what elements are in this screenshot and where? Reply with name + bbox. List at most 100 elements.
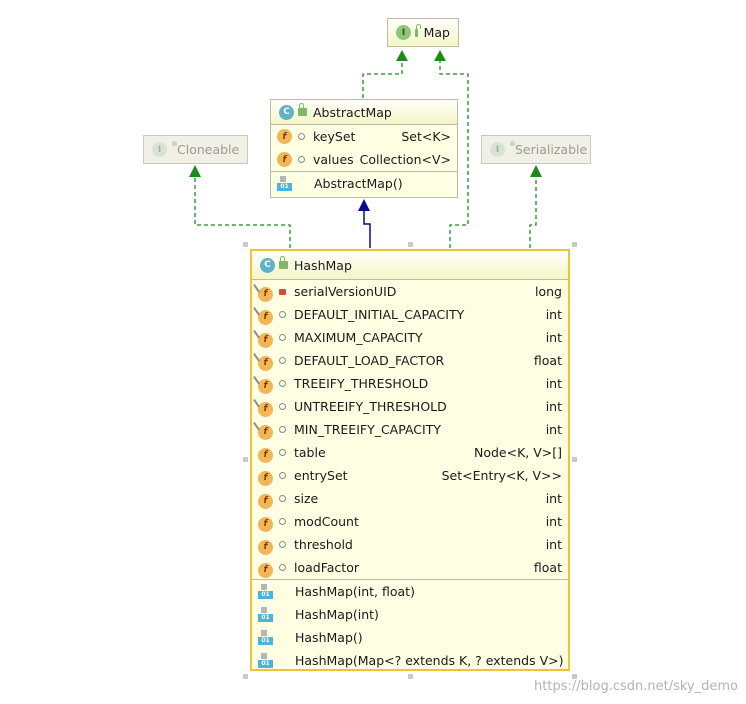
field-row[interactable]: f values Collection<V>: [271, 148, 457, 171]
package-visibility-icon: [279, 472, 286, 479]
field-type: int: [545, 514, 562, 529]
cloneable-interface-node[interactable]: I Cloneable: [143, 135, 248, 164]
package-visibility-icon: [279, 449, 286, 456]
resize-handle[interactable]: [243, 242, 248, 247]
constructor-signature: AbstractMap(): [314, 176, 403, 191]
package-visibility-icon: [298, 133, 305, 140]
field-row[interactable]: f size int: [252, 487, 568, 510]
field-icon: f: [258, 468, 273, 486]
field-name: modCount: [294, 514, 359, 529]
resize-handle[interactable]: [572, 457, 577, 462]
constructor-signature: HashMap(Map<? extends K, ? extends V>): [295, 653, 564, 668]
private-visibility-icon: [279, 288, 286, 295]
field-row[interactable]: f threshold int: [252, 533, 568, 556]
package-visibility-icon: [279, 564, 286, 571]
abstractmap-map-arrow: [396, 50, 408, 61]
constructor-icon: 01: [258, 584, 273, 599]
field-name: entrySet: [294, 468, 348, 483]
field-row[interactable]: f DEFAULT_INITIAL_CAPACITY int: [252, 303, 568, 326]
field-icon: f: [253, 280, 273, 302]
constructor-row[interactable]: 01 AbstractMap(): [271, 172, 457, 195]
node-title: AbstractMap: [313, 104, 392, 120]
resize-handle[interactable]: [243, 674, 248, 679]
package-visibility-icon: [279, 403, 286, 410]
field-list: f keySet Set<K> f values Collection<V>: [271, 125, 457, 171]
field-icon: f: [253, 349, 273, 371]
field-icon: f: [258, 491, 273, 509]
package-visibility-icon: [279, 380, 286, 387]
field-type: float: [533, 353, 562, 368]
resize-handle[interactable]: [243, 457, 248, 462]
interface-icon: I: [490, 142, 505, 157]
node-title: Cloneable: [177, 142, 240, 157]
constructor-row[interactable]: 01 HashMap(int, float): [252, 580, 568, 603]
resize-handle[interactable]: [572, 242, 577, 247]
resize-handle[interactable]: [572, 674, 577, 679]
constructor-row[interactable]: 01 HashMap(int): [252, 603, 568, 626]
constructor-row[interactable]: 01 HashMap(Map<? extends K, ? extends V>): [252, 649, 568, 672]
field-name: threshold: [294, 537, 353, 552]
map-interface-node[interactable]: I Map: [387, 18, 459, 47]
field-icon: f: [253, 372, 273, 394]
lock-icon: [415, 23, 421, 37]
field-icon: f: [253, 303, 273, 325]
field-type: int: [545, 491, 562, 506]
hashmap-serializable-arrow: [530, 165, 542, 177]
package-visibility-icon: [279, 541, 286, 548]
field-row[interactable]: f UNTREEIFY_THRESHOLD int: [252, 395, 568, 418]
field-icon: f: [258, 537, 273, 555]
package-visibility-icon: [298, 156, 305, 163]
resize-handle[interactable]: [408, 674, 413, 679]
constructor-icon: 01: [258, 607, 273, 622]
constructor-signature: HashMap(int): [295, 607, 379, 622]
field-icon: f: [277, 129, 292, 144]
abstract-class-icon: C: [279, 104, 294, 120]
field-name: UNTREEIFY_THRESHOLD: [294, 399, 447, 414]
interface-icon: I: [396, 25, 411, 40]
field-type: int: [545, 399, 562, 414]
field-row[interactable]: f serialVersionUID long: [252, 280, 568, 303]
field-type: long: [535, 284, 562, 299]
package-visibility-icon: [279, 426, 286, 433]
interface-icon: I: [152, 142, 167, 157]
field-row[interactable]: f keySet Set<K>: [271, 125, 457, 148]
field-icon: f: [253, 418, 273, 440]
field-name: keySet: [313, 129, 356, 144]
field-type: float: [533, 560, 562, 575]
field-type: Collection<V>: [359, 152, 451, 167]
field-name: DEFAULT_INITIAL_CAPACITY: [294, 307, 465, 322]
field-name: serialVersionUID: [294, 284, 397, 299]
field-row[interactable]: f DEFAULT_LOAD_FACTOR float: [252, 349, 568, 372]
watermark: https://blog.csdn.net/sky_demo: [534, 679, 738, 694]
resize-handle[interactable]: [408, 242, 413, 247]
constructor-signature: HashMap(int, float): [295, 584, 415, 599]
field-type: int: [545, 422, 562, 437]
field-type: int: [545, 537, 562, 552]
field-name: DEFAULT_LOAD_FACTOR: [294, 353, 445, 368]
constructor-icon: 01: [258, 653, 273, 668]
field-icon: f: [277, 152, 292, 167]
field-name: size: [294, 491, 319, 506]
abstractmap-class-node[interactable]: C AbstractMap f keySet Set<K> f values C…: [270, 99, 458, 198]
package-visibility-icon: [279, 357, 286, 364]
package-visibility-icon: [279, 518, 286, 525]
serializable-interface-node[interactable]: I Serializable: [481, 135, 591, 164]
field-icon: f: [253, 395, 273, 417]
package-visibility-icon: [279, 495, 286, 502]
field-type: int: [545, 307, 562, 322]
hashmap-cloneable-edge: [194, 176, 291, 248]
field-name: table: [294, 445, 326, 460]
hashmap-serializable-edge: [529, 176, 537, 248]
